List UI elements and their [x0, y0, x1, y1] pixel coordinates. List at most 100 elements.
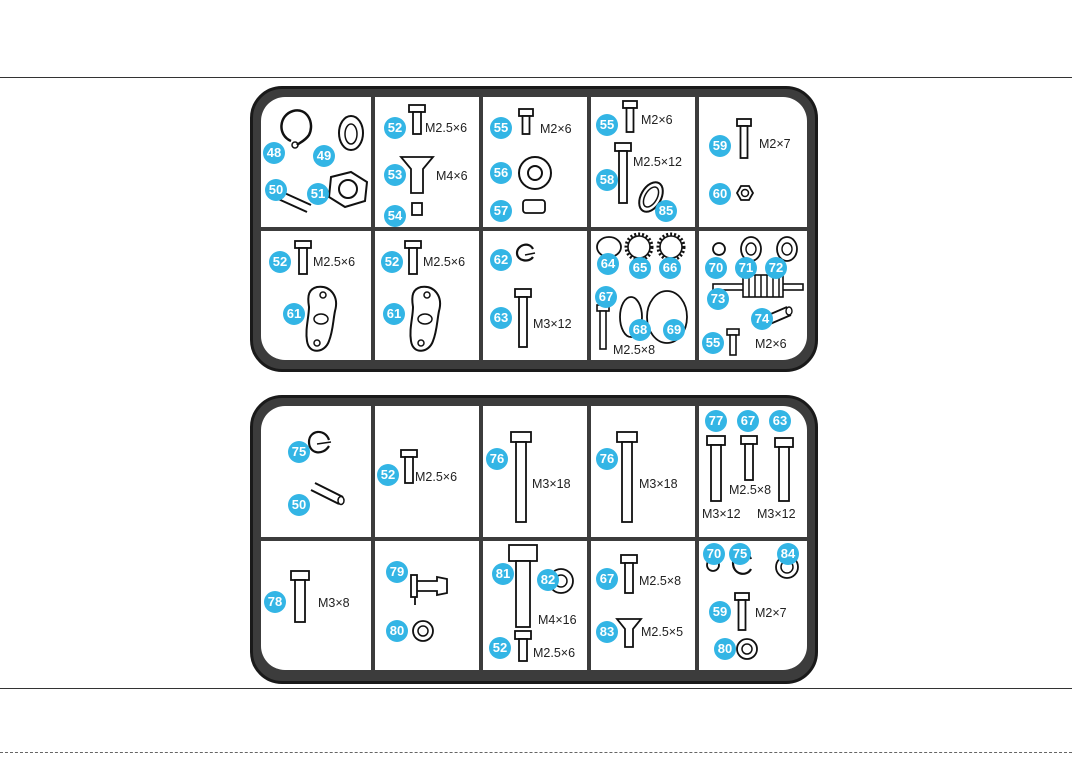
part-number-badge: 49 [313, 145, 335, 167]
tray1-cell-9: 64 65 66 67 68 69 M2.5×8 [591, 231, 695, 360]
parts-tray-1: 48 49 50 51 52 M2.5×6 53 M4×6 54 55 M2×6… [250, 86, 818, 372]
tray1-cell-10: 70 71 72 73 74 55 M2×6 [699, 231, 807, 360]
screw-size-label: M2.5×6 [415, 470, 458, 484]
screw-size-label: M2.5×6 [425, 121, 468, 135]
screw-size-label: M2.5×8 [613, 343, 656, 357]
bearings-shaft-and-pin-icon [712, 236, 804, 356]
part-number-badge: 66 [659, 257, 681, 279]
screw-size-label: M2.5×6 [533, 646, 576, 660]
part-number-badge: 52 [489, 637, 511, 659]
part-number-badge: 55 [596, 114, 618, 136]
tray1-cell-2: 52 M2.5×6 53 M4×6 54 [375, 97, 479, 227]
e-clip-and-pin-icon [307, 430, 345, 506]
tray1-cell-7: 52 M2.5×6 61 [375, 231, 479, 360]
part-number-badge: 78 [264, 591, 286, 613]
screw-and-bracket-plate-icon [404, 240, 441, 352]
screw-size-label: M2×6 [540, 122, 572, 136]
part-number-badge: 77 [705, 410, 727, 432]
parts-tray-2: 75 50 52 M2.5×6 76 M3×18 76 M3×18 [250, 395, 818, 684]
part-number-badge: 81 [492, 563, 514, 585]
screw-size-label: M2×6 [755, 337, 787, 351]
part-number-badge: 64 [597, 253, 619, 275]
screw-icon [400, 449, 418, 484]
screw-washer-spacer-icon [518, 108, 552, 214]
part-number-badge: 79 [386, 561, 408, 583]
screw-size-label: M4×16 [538, 613, 577, 627]
part-number-badge: 56 [490, 162, 512, 184]
part-number-badge: 57 [490, 200, 512, 222]
screw-size-label: M2.5×6 [423, 255, 466, 269]
screw-size-label: M2×7 [755, 606, 787, 620]
screw-size-label: M3×12 [757, 507, 796, 521]
part-number-badge: 55 [702, 332, 724, 354]
part-number-badge: 50 [265, 179, 287, 201]
part-number-badge: 70 [705, 257, 727, 279]
part-number-badge: 48 [263, 142, 285, 164]
long-screw-icon [510, 431, 532, 523]
part-number-badge: 50 [288, 494, 310, 516]
part-number-badge: 63 [490, 307, 512, 329]
part-number-badge: 58 [596, 169, 618, 191]
screw-size-label: M2.5×8 [639, 574, 682, 588]
part-number-badge: 67 [596, 568, 618, 590]
part-number-badge: 83 [596, 621, 618, 643]
footer-dashed-line [0, 752, 1072, 753]
tray1-cell-4: 55 M2×6 58 M2.5×12 85 [591, 97, 695, 227]
part-number-badge: 85 [655, 200, 677, 222]
part-number-badge: 54 [384, 205, 406, 227]
screw-size-label: M2×6 [641, 113, 673, 127]
part-number-badge: 74 [751, 308, 773, 330]
part-number-badge: 73 [707, 288, 729, 310]
tray1-cell-6: 52 M2.5×6 61 [261, 231, 371, 360]
bottom-rule [0, 688, 1072, 689]
part-number-badge: 63 [769, 410, 791, 432]
part-number-badge: 67 [595, 286, 617, 308]
tray1-cell-1: 48 49 50 51 [261, 97, 371, 227]
tray2-cell-6: 78 M3×8 [261, 541, 371, 670]
rings-clip-screw-washer-icon [706, 551, 799, 660]
part-number-badge: 62 [490, 249, 512, 271]
part-number-badge: 52 [381, 251, 403, 273]
screw-size-label: M2×7 [759, 137, 791, 151]
part-number-badge: 52 [377, 464, 399, 486]
tray2-cell-10: 70 75 84 59 M2×7 80 [699, 541, 807, 670]
long-bolt-washer-screw-icon [508, 544, 574, 662]
part-number-badge: 60 [709, 183, 731, 205]
screw-icon [290, 570, 310, 623]
part-number-badge: 55 [490, 117, 512, 139]
top-rule [0, 77, 1072, 78]
tray2-cell-2: 52 M2.5×6 [375, 406, 479, 537]
screw-size-label: M2.5×5 [641, 625, 684, 639]
part-number-badge: 80 [386, 620, 408, 642]
part-number-badge: 61 [383, 303, 405, 325]
screw-size-label: M3×12 [533, 317, 572, 331]
tray2-cell-9: 67 M2.5×8 83 M2.5×5 [591, 541, 695, 670]
tray2-cell-3: 76 M3×18 [483, 406, 587, 537]
screw-size-label: M3×18 [639, 477, 678, 491]
part-number-badge: 70 [703, 543, 725, 565]
part-number-badge: 52 [269, 251, 291, 273]
tray1-cell-5: 59 M2×7 60 [699, 97, 807, 227]
part-number-badge: 65 [629, 257, 651, 279]
nozzle-and-washer-icon [410, 574, 448, 642]
screws-icon [399, 104, 435, 216]
screw-size-label: M2.5×8 [729, 483, 772, 497]
part-number-badge: 59 [709, 601, 731, 623]
part-number-badge: 71 [735, 257, 757, 279]
part-number-badge: 76 [596, 448, 618, 470]
tray1-cell-8: 62 63 M3×12 [483, 231, 587, 360]
tray2-cell-1: 75 50 [261, 406, 371, 537]
part-number-badge: 53 [384, 164, 406, 186]
part-number-badge: 76 [486, 448, 508, 470]
part-number-badge: 75 [729, 543, 751, 565]
part-number-badge: 52 [384, 117, 406, 139]
part-number-badge: 51 [307, 183, 329, 205]
part-number-badge: 59 [709, 135, 731, 157]
part-number-badge: 61 [283, 303, 305, 325]
part-number-badge: 67 [737, 410, 759, 432]
tray2-cell-8: 81 82 M4×16 52 M2.5×6 [483, 541, 587, 670]
tray2-cell-7: 79 80 [375, 541, 479, 670]
part-number-badge: 68 [629, 319, 651, 341]
long-screw-icon [616, 431, 638, 523]
screw-size-label: M3×18 [532, 477, 571, 491]
